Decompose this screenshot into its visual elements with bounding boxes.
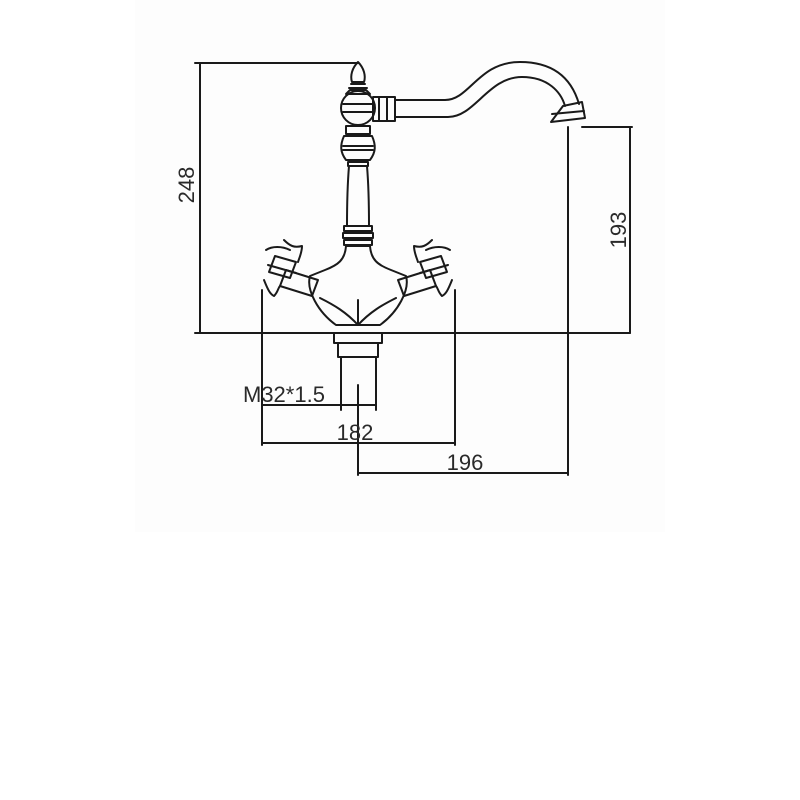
top-ball-neck [345, 89, 371, 95]
dimension-label-193: 193 [606, 212, 631, 249]
dimension-label-196: 196 [447, 450, 484, 475]
dimension-label-248: 248 [174, 167, 199, 204]
finial [348, 61, 368, 89]
body [308, 245, 408, 326]
right-handle [397, 239, 453, 297]
top-ball [340, 90, 376, 126]
aerator [550, 101, 586, 123]
left-handle [263, 239, 319, 297]
spout-collar [372, 96, 396, 122]
mounting-shank [333, 332, 383, 406]
dimension-label-182: 182 [337, 420, 374, 445]
column [340, 125, 376, 246]
dimension-193 [581, 126, 633, 334]
dimension-248 [194, 62, 359, 334]
dimension-label-thread: M32*1.5 [243, 382, 325, 407]
spout [394, 61, 580, 118]
